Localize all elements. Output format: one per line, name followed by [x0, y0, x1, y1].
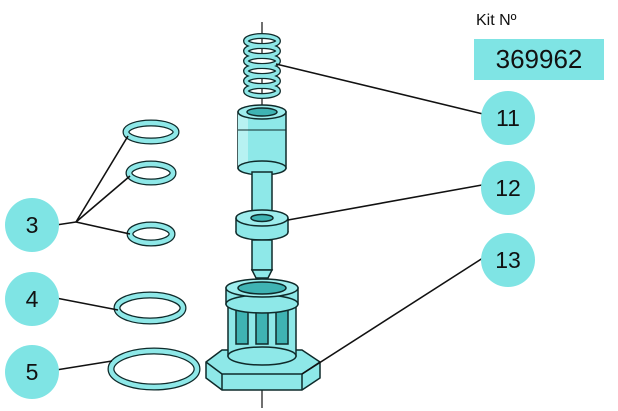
- callout-3-label: 3: [26, 212, 39, 238]
- callout-13-label: 13: [495, 247, 521, 273]
- o-ring-5: [107, 347, 201, 391]
- callout-11-label: 11: [496, 105, 520, 131]
- o-ring-4: [113, 291, 187, 325]
- valve-body-part: [205, 278, 321, 391]
- kit-label: Kit Nº: [476, 12, 517, 29]
- o-ring-3c: [126, 221, 176, 247]
- o-ring-3b: [125, 160, 177, 186]
- kit-number-badge: 369962: [474, 39, 604, 80]
- callout-11: 11: [481, 91, 535, 145]
- spring-part: [243, 33, 281, 99]
- callout-5-label: 5: [26, 359, 39, 385]
- callout-12: 12: [481, 161, 535, 215]
- valve-stem-part: [235, 104, 289, 279]
- leader-lines: [55, 63, 487, 375]
- o-ring-3a: [122, 119, 180, 145]
- callout-4: 4: [5, 272, 59, 326]
- callout-4-label: 4: [26, 286, 39, 312]
- callout-5: 5: [5, 345, 59, 399]
- callout-3: 3: [5, 198, 59, 252]
- callout-13: 13: [481, 233, 535, 287]
- callout-12-label: 12: [495, 175, 521, 201]
